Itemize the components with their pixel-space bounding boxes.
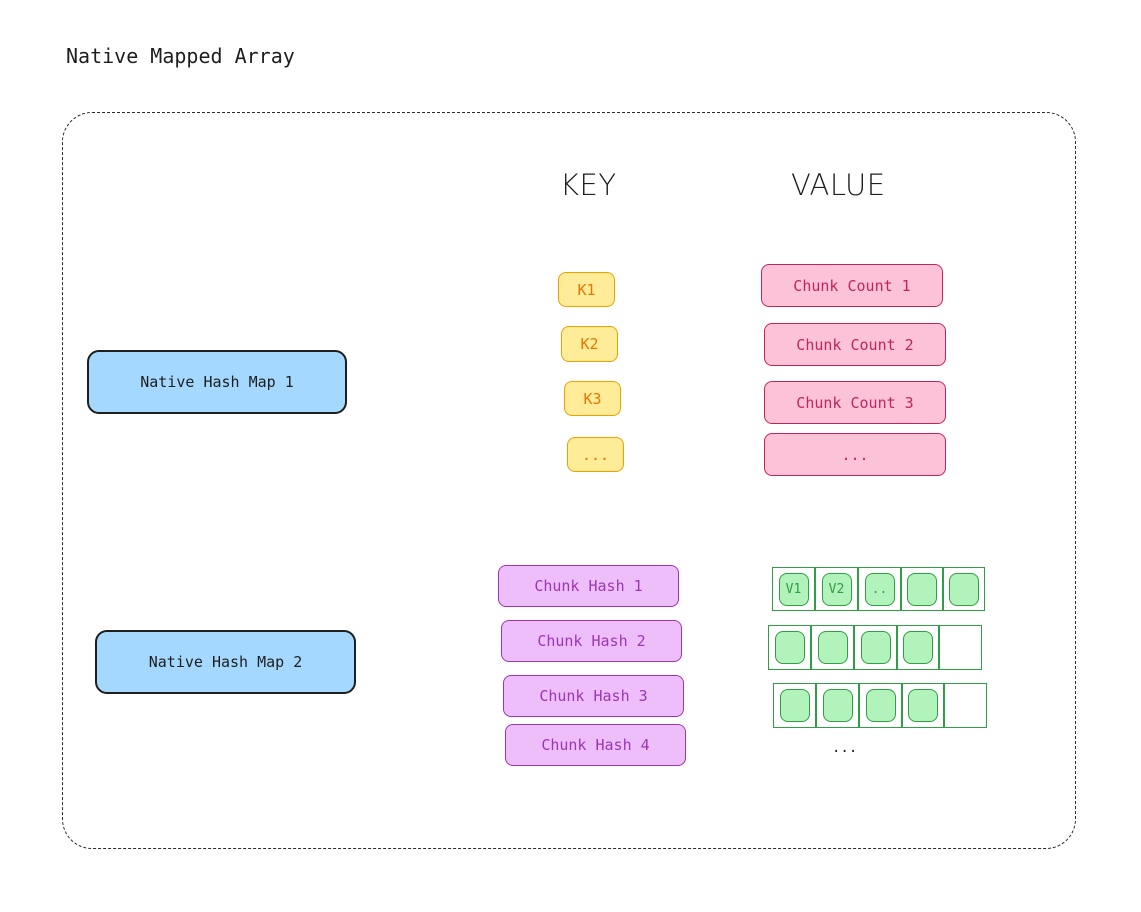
chunk-count-ellipsis: ... [764, 433, 946, 476]
value-cell: .. [864, 572, 895, 606]
key-label: K3 [583, 389, 602, 408]
value-cell-label: .. [871, 581, 888, 597]
value-slot: V1 [772, 567, 815, 611]
value-cell [779, 689, 810, 722]
value-slot [768, 625, 811, 670]
chunk-hash-label: Chunk Hash 2 [537, 632, 646, 650]
key-label: ... [581, 445, 610, 464]
chunk-hash-3: Chunk Hash 3 [503, 675, 684, 717]
value-cell [949, 572, 979, 606]
value-cell [865, 689, 896, 722]
chunk-hash-2: Chunk Hash 2 [501, 620, 682, 662]
value-slot [901, 567, 943, 611]
value-cell: V1 [778, 572, 809, 606]
value-slot: .. [858, 567, 901, 611]
chunk-count-label: Chunk Count 2 [796, 335, 914, 354]
native-hash-map-1: Native Hash Map 1 [87, 350, 347, 414]
key-label: K2 [580, 335, 599, 353]
chunk-hash-label: Chunk Hash 4 [541, 736, 650, 754]
chunk-count-label: Chunk Count 3 [796, 393, 914, 412]
chunk-hash-label: Chunk Hash 3 [539, 687, 648, 705]
value-slot [902, 683, 944, 728]
key-ellipsis: ... [567, 437, 624, 472]
chunk-count-label: ... [841, 445, 869, 464]
value-slot [816, 683, 859, 728]
value-slot [811, 625, 854, 670]
key-k1: K1 [558, 272, 615, 307]
chunk-hash-1: Chunk Hash 1 [498, 565, 679, 607]
diagram-title: Native Mapped Array [66, 44, 295, 68]
value-arrays-ellipsis: ... [832, 740, 858, 756]
native-mapped-array-container [62, 112, 1076, 849]
value-slot [859, 683, 902, 728]
native-hash-map-1-label: Native Hash Map 1 [140, 373, 294, 391]
value-cell [907, 572, 937, 606]
value-slot [854, 625, 897, 670]
value-slot [897, 625, 939, 670]
value-slot: V2 [815, 567, 858, 611]
value-slot-empty [944, 683, 987, 728]
value-slot [773, 683, 816, 728]
value-cell-label: V1 [785, 581, 802, 597]
value-cell [822, 689, 853, 722]
chunk-count-label: Chunk Count 1 [793, 276, 911, 295]
chunk-count-3: Chunk Count 3 [764, 381, 946, 424]
native-hash-map-2: Native Hash Map 2 [95, 630, 356, 694]
value-column-header: VALUE [791, 168, 886, 202]
chunk-hash-label: Chunk Hash 1 [534, 577, 643, 595]
chunk-count-2: Chunk Count 2 [764, 323, 946, 366]
key-column-header: KEY [560, 168, 617, 202]
chunk-count-1: Chunk Count 1 [761, 264, 943, 307]
value-cell [860, 631, 891, 664]
chunk-hash-4: Chunk Hash 4 [505, 724, 686, 766]
value-cell [774, 631, 805, 664]
value-cell [817, 631, 848, 664]
value-cell [903, 631, 933, 664]
value-cell-label: V2 [828, 581, 845, 597]
key-k2: K2 [561, 326, 618, 362]
key-label: K1 [577, 280, 596, 299]
value-slot [943, 567, 985, 611]
value-cell: V2 [821, 572, 852, 606]
native-hash-map-2-label: Native Hash Map 2 [148, 653, 303, 671]
value-cell [908, 689, 938, 722]
value-slot-empty [939, 625, 982, 670]
key-k3: K3 [564, 381, 621, 416]
